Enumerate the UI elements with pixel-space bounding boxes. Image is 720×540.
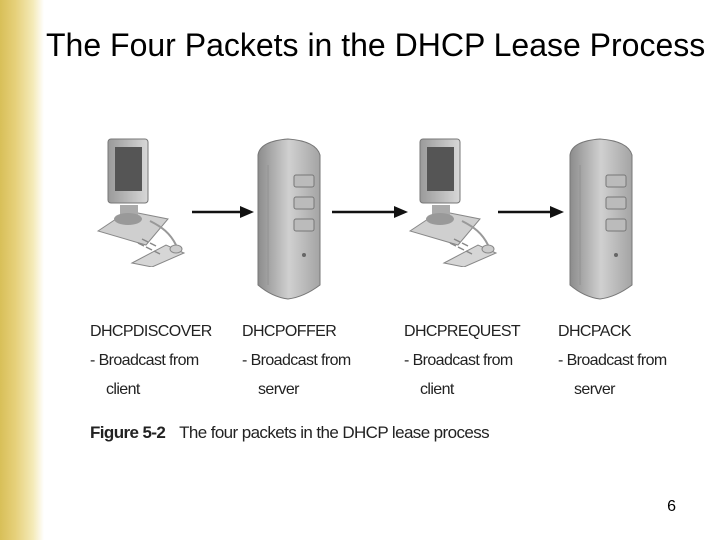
packet-caption-dhcprequest: DHCPREQUEST - Broadcast from client [404, 317, 564, 404]
packet-description: - Broadcast from [558, 352, 667, 369]
arrow-icon [332, 206, 408, 218]
packet-name: DHCPREQUEST [404, 323, 521, 340]
dhcp-figure: DHCPDISCOVER - Broadcast from client DHC… [84, 135, 680, 455]
packet-source: client [420, 381, 454, 398]
figure-caption-text: The four packets in the DHCP lease proce… [179, 423, 490, 442]
decorative-side-bar [0, 0, 44, 540]
client-computer-icon [408, 138, 498, 267]
packet-source: server [258, 381, 299, 398]
packet-name: DHCPOFFER [242, 323, 337, 340]
packet-name: DHCPDISCOVER [90, 323, 212, 340]
packet-source: server [574, 381, 615, 398]
client-computer-icon [96, 138, 186, 267]
figure-number: Figure 5-2 [90, 423, 166, 442]
packet-description: - Broadcast from [242, 352, 351, 369]
figure-caption: Figure 5-2 The four packets in the DHCP … [90, 423, 490, 443]
packet-caption-dhcpdiscover: DHCPDISCOVER - Broadcast from client [90, 317, 250, 404]
packet-description: - Broadcast from [90, 352, 199, 369]
server-tower-icon [569, 138, 633, 300]
arrow-icon [498, 206, 564, 218]
arrow-icon [192, 206, 254, 218]
packet-description: - Broadcast from [404, 352, 513, 369]
page-number: 6 [667, 498, 676, 515]
packet-caption-dhcpack: DHCPACK - Broadcast from server [558, 317, 718, 404]
packet-name: DHCPACK [558, 323, 631, 340]
server-tower-icon [257, 138, 321, 300]
slide-title: The Four Packets in the DHCP Lease Proce… [46, 27, 706, 63]
packet-source: client [106, 381, 140, 398]
packet-caption-dhcpoffer: DHCPOFFER - Broadcast from server [242, 317, 402, 404]
